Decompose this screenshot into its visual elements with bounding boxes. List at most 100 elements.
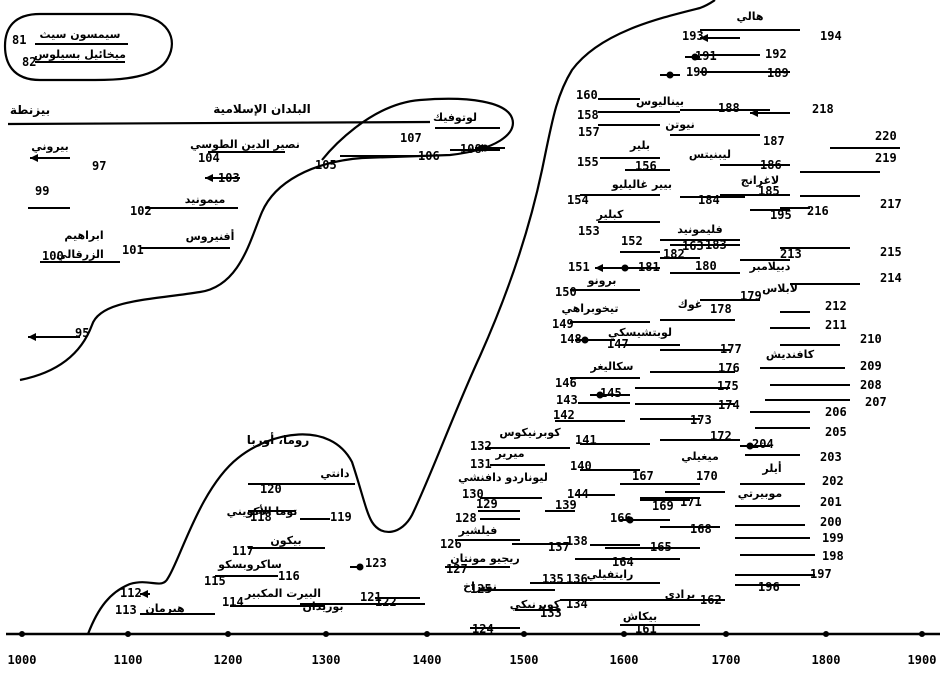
scientist-name: دانتي (320, 467, 350, 480)
scientist-number: 136 (566, 572, 588, 586)
scientist-name: سيمسون سيث (40, 28, 121, 41)
scientist-number: 190 (686, 65, 708, 79)
scientist-number: 186 (760, 158, 782, 172)
marker-dot (746, 442, 754, 450)
scientist-name: بيير (651, 178, 672, 191)
marker-dot (691, 53, 699, 61)
scientist-number: 112 (120, 586, 142, 600)
europe-boundary (86, 0, 716, 635)
scientist-name: لابلاس (762, 282, 798, 295)
scientist-number: 163 (682, 239, 704, 253)
axis-tick-label: 1400 (413, 653, 442, 667)
scientist-number: 202 (822, 474, 844, 488)
scientist-number: 151 (568, 260, 590, 274)
scientist-number: 100 (42, 249, 64, 263)
scientist-number: 170 (696, 469, 718, 483)
scientist-number: 115 (204, 574, 226, 588)
scientist-number: 171 (680, 495, 702, 509)
axis-tick-dot (125, 631, 131, 637)
scientist-number: 119 (330, 510, 352, 524)
scientist-number: 220 (875, 129, 897, 143)
scientist-number: 158 (577, 108, 599, 122)
axis-tick-dot (621, 631, 627, 637)
scientist-name: موبيرتي (738, 487, 782, 500)
scientist-number: 215 (880, 245, 902, 259)
scientist-number: 194 (820, 29, 842, 43)
scientist-number: 142 (553, 408, 575, 422)
scientist-name: سكاليغر (589, 360, 633, 373)
scientist-number: 184 (698, 193, 720, 207)
scientist-name: بلير (629, 139, 650, 152)
scientist-number: 180 (695, 259, 717, 273)
axis-tick-label: 1800 (812, 653, 841, 667)
arrow-head (30, 154, 38, 162)
scientist-number: 153 (578, 224, 600, 238)
scientist-number: 134 (566, 597, 588, 611)
scientist-number: 131 (470, 457, 492, 471)
scientist-number: 126 (440, 537, 462, 551)
scientist-name: نويراخ (463, 580, 497, 593)
scientist-number: 137 (548, 540, 570, 554)
scientist-name: ريجيو مونتان (450, 552, 519, 565)
scientist-name: لوبتشيسكي (608, 326, 672, 339)
axis-tick-label: 1700 (712, 653, 741, 667)
scientist-number: 146 (555, 376, 577, 390)
scientist-number: 191 (695, 49, 717, 63)
scientist-name: برونو (587, 274, 617, 287)
scientist-number: 167 (632, 469, 654, 483)
scientist-number: 106 (418, 149, 440, 163)
scientist-number: 103 (218, 171, 240, 185)
scientist-number: 148 (560, 332, 582, 346)
scientist-number: 128 (455, 511, 477, 525)
lifespan-lines (28, 29, 900, 629)
scientist-name: بيكون (270, 534, 301, 547)
scientist-number: 157 (578, 125, 600, 139)
scientist-number: 101 (122, 243, 144, 257)
scientist-name: بيكاش (623, 610, 657, 623)
axis-tick-dot (521, 631, 527, 637)
scientist-number: 121 (360, 590, 382, 604)
scientist-number: 168 (690, 522, 712, 536)
scientist-number: 169 (652, 499, 674, 513)
scientist-number: 82 (22, 55, 36, 69)
scientist-number: 166 (610, 511, 632, 525)
scientist-number: 135 (542, 572, 564, 586)
scientist-number: 118 (250, 510, 272, 524)
scientist-number: 188 (718, 101, 740, 115)
scientist-name: لوتوفيك (433, 111, 477, 124)
scientist-number: 144 (567, 487, 589, 501)
scientist-number: 182 (663, 247, 685, 261)
scientist-number: 187 (763, 134, 785, 148)
scientist-number: 160 (576, 88, 598, 102)
scientist-number: 141 (575, 433, 597, 447)
scientist-number: 205 (825, 425, 847, 439)
scientist-name: نصير الدين الطوسي (190, 138, 300, 151)
scientist-number: 193 (682, 29, 704, 43)
marker-dot (621, 264, 629, 272)
scientist-number: 124 (472, 622, 494, 636)
scientist-number: 107 (400, 131, 422, 145)
scientist-number: 161 (635, 622, 657, 636)
scientist-number: 149 (552, 317, 574, 331)
scientist-number: 206 (825, 405, 847, 419)
scientist-name: توما الأكويني (227, 504, 298, 518)
scientist-number: 145 (600, 386, 622, 400)
scientist-number: 209 (860, 359, 882, 373)
scientist-number: 130 (462, 487, 484, 501)
scientist-number: 201 (820, 495, 842, 509)
scientist-number: 97 (92, 159, 106, 173)
marker-dot (626, 516, 634, 524)
scientist-number: 195 (770, 208, 792, 222)
scientist-name: كبلير (596, 208, 624, 221)
scientist-number: 122 (375, 595, 397, 609)
region-label-europe: روما، أوربا (247, 432, 310, 448)
marker-dot (356, 563, 364, 571)
scientist-number: 129 (476, 497, 498, 511)
scientist-name: ساكروبسكو (217, 558, 282, 571)
scientist-number: 132 (470, 439, 492, 453)
scientist-name: كوبرنيكي (510, 598, 561, 611)
axis-tick-label: 1500 (510, 653, 539, 667)
scientist-name: ميغيلي (681, 450, 719, 463)
scientist-name: دبيلامبر (749, 260, 791, 273)
